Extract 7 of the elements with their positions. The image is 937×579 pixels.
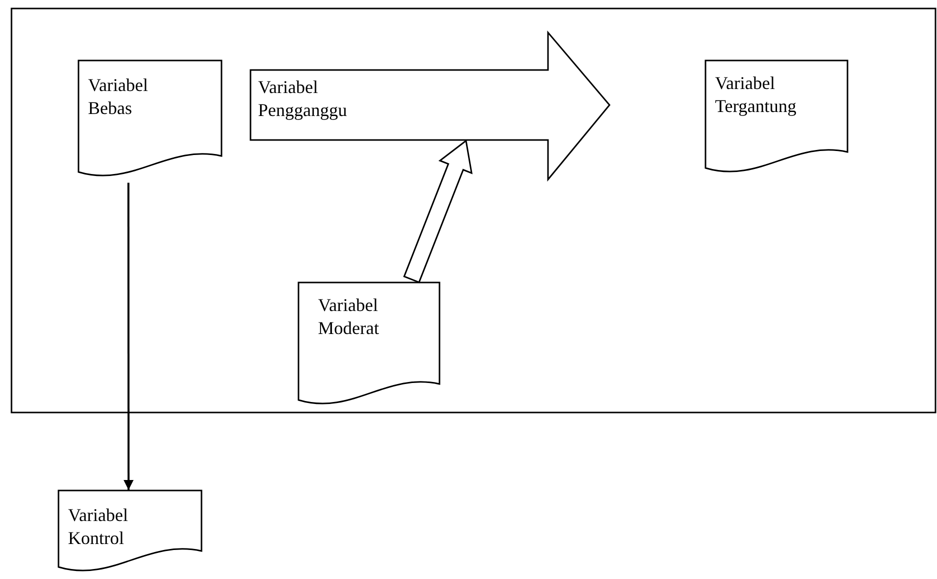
node-label: Variabel Pengganggu (258, 76, 348, 122)
block-arrow (403, 139, 473, 284)
arrow (124, 182, 134, 490)
node-label: Variabel Bebas (88, 74, 149, 120)
node-label: Variabel Moderat (318, 294, 380, 340)
node-label: Variabel Tergantung (715, 72, 798, 118)
node-label: Variabel Kontrol (68, 504, 129, 550)
